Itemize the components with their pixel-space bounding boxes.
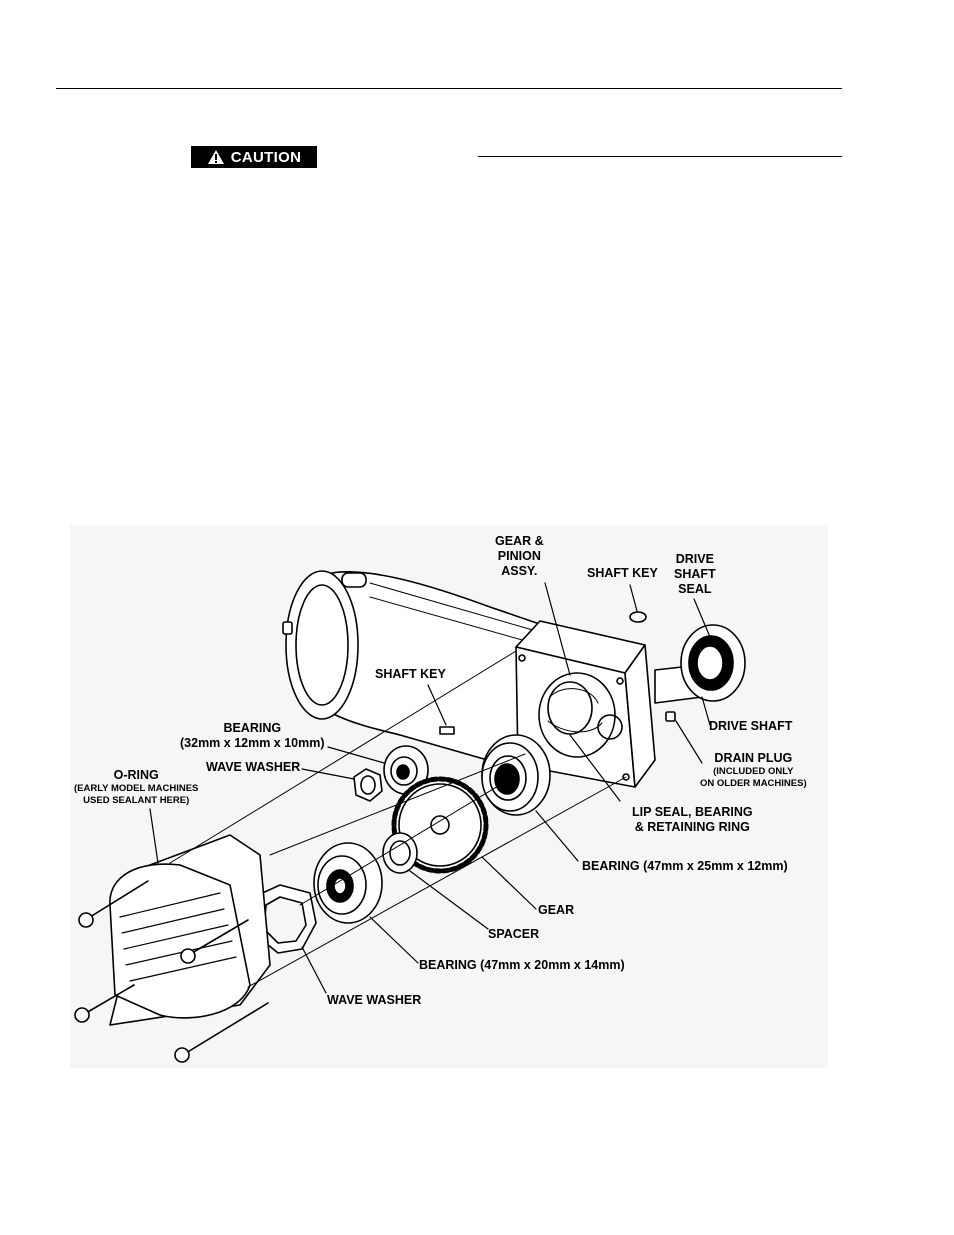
motor-body bbox=[282, 570, 561, 776]
label-spacer: SPACER bbox=[488, 927, 540, 941]
label-drive-shaft-seal: DRIVE SHAFT SEAL bbox=[674, 552, 716, 596]
alignment-lines bbox=[169, 650, 627, 988]
gearbox-illustration bbox=[74, 570, 746, 1063]
label-drain-plug: DRAIN PLUG (INCLUDED ONLY ON OLDER MACHI… bbox=[700, 751, 807, 789]
shaft-key-top bbox=[629, 611, 647, 623]
bearing-47-20-14 bbox=[313, 842, 383, 924]
label-o-ring: O-RING (EARLY MODEL MACHINES USED SEALAN… bbox=[74, 768, 199, 806]
label-shaft-key-mid: SHAFT KEY bbox=[375, 667, 446, 681]
gear-housing bbox=[515, 620, 703, 788]
label-wave-washer-bottom: WAVE WASHER bbox=[327, 993, 422, 1007]
top-rule bbox=[56, 88, 842, 89]
bearing-47-25-12 bbox=[481, 734, 551, 816]
label-bearing-47-25-12: BEARING (47mm x 25mm x 12mm) bbox=[582, 859, 788, 873]
caution-badge: CAUTION bbox=[191, 146, 317, 168]
warning-triangle-icon bbox=[207, 150, 224, 164]
label-drive-shaft: DRIVE SHAFT bbox=[709, 719, 793, 733]
label-bearing-small: BEARING (32mm x 12mm x 10mm) bbox=[180, 721, 325, 750]
cover-bolts bbox=[74, 880, 269, 1063]
end-cover bbox=[109, 834, 271, 1026]
label-gear: GEAR bbox=[538, 903, 575, 917]
drive-shaft-seal bbox=[680, 624, 746, 702]
label-wave-washer-top: WAVE WASHER bbox=[206, 760, 301, 774]
label-shaft-key-top: SHAFT KEY bbox=[587, 566, 658, 580]
shaft-key-mid bbox=[439, 726, 455, 735]
exploded-gearbox-diagram: GEAR & PINION ASSY. SHAFT KEY DRIVE SHAF… bbox=[70, 525, 828, 1068]
leader-lines bbox=[149, 582, 711, 994]
wave-washer-top bbox=[353, 768, 383, 802]
label-bearing-47-20-14: BEARING (47mm x 20mm x 14mm) bbox=[419, 958, 625, 972]
bearing-small bbox=[383, 745, 429, 795]
section-rule bbox=[478, 156, 842, 157]
label-gear-pinion-assy: GEAR & PINION ASSY. bbox=[495, 534, 544, 578]
caution-label: CAUTION bbox=[230, 148, 302, 166]
label-lip-seal: LIP SEAL, BEARING & RETAINING RING bbox=[632, 805, 753, 834]
spacer bbox=[382, 832, 418, 874]
